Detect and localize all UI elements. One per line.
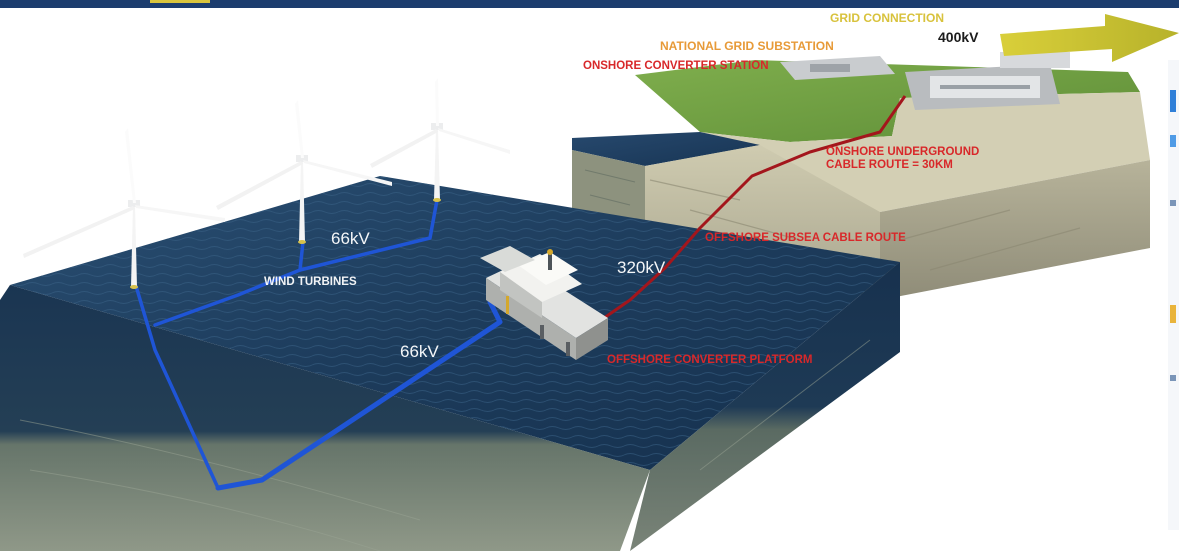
side-panel-marker [1170, 200, 1176, 206]
banner-accent [150, 0, 210, 3]
wind-turbine [23, 128, 225, 289]
national-grid-substation-label: NATIONAL GRID SUBSTATION [660, 39, 834, 53]
array-cable-left [134, 284, 220, 490]
onshore-block [572, 52, 1150, 300]
export-voltage-label: 320kV [617, 258, 666, 277]
offshore-converter-platform-label: OFFSHORE CONVERTER PLATFORM [607, 354, 813, 366]
hvdc-export-cable [603, 95, 907, 320]
wind-turbine [216, 100, 392, 244]
wind-turbine [370, 78, 510, 202]
side-panel-marker [1170, 305, 1176, 323]
array-cable-right [298, 198, 439, 272]
platform-helipad [480, 246, 535, 272]
seabed-front [0, 285, 650, 551]
array-cables [134, 198, 503, 491]
side-panel-marker [1170, 375, 1176, 381]
side-panel-marker [1170, 135, 1176, 147]
grid-connection-arrow [1000, 14, 1179, 62]
wind-turbines-label: WIND TURBINES [264, 276, 357, 288]
top-banner [0, 0, 1179, 8]
grid-voltage-label: 400kV [938, 29, 979, 45]
array-cable-main [215, 299, 503, 491]
side-panel [1168, 60, 1179, 530]
onshore-converter-station-label: ONSHORE CONVERTER STATION [583, 60, 769, 72]
grid-substation-building [1000, 52, 1070, 68]
array-voltage-lower-label: 66kV [400, 342, 439, 361]
offshore-converter-platform-model [480, 246, 608, 360]
side-panel-marker [1170, 90, 1176, 112]
offshore-block [0, 176, 900, 551]
seabed-side [630, 262, 900, 551]
coastal-sea [572, 132, 760, 166]
offshore-subsea-cable-label: OFFSHORE SUBSEA CABLE ROUTE [705, 232, 906, 244]
array-cable-middle [153, 240, 305, 327]
array-voltage-upper-label: 66kV [331, 229, 370, 248]
grid-connection-label: GRID CONNECTION [830, 11, 944, 25]
onshore-underground-cable-label: ONSHORE UNDERGROUND CABLE ROUTE = 30KM [826, 146, 980, 171]
